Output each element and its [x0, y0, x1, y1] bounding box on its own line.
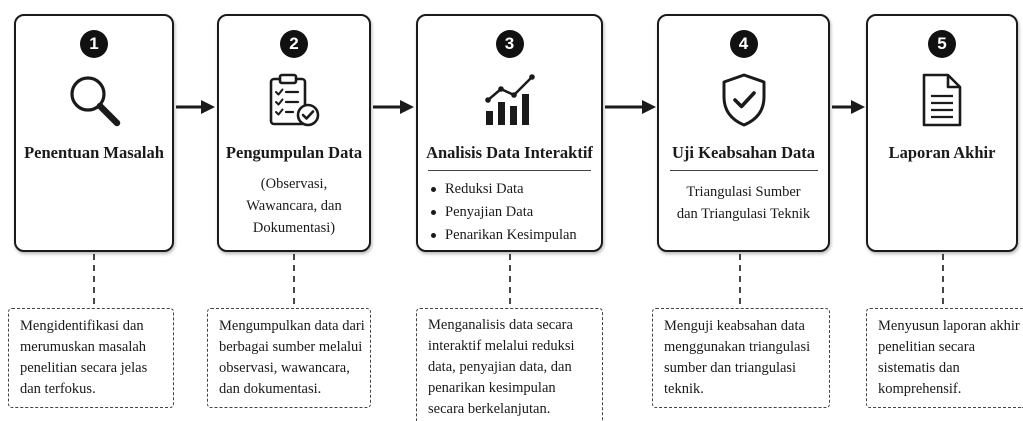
step-card-2: 2 Pengumpulan Data (Observasi, Wawancara…: [217, 14, 371, 252]
description-line: sumber dan triangulasi: [664, 360, 797, 376]
description-line: Menganalisis data secara: [428, 317, 573, 333]
description-line: merumuskan masalah: [20, 339, 147, 355]
step-number-badge: 3: [495, 30, 524, 58]
bullet-item: Penarikan Kesimpulan: [431, 224, 597, 247]
bullet-text: Reduksi Data: [445, 181, 524, 197]
bullet-dot: [431, 233, 436, 238]
shield-check-icon: [722, 73, 765, 127]
step-details: Triangulasi Sumber dan Triangulasi Tekni…: [659, 181, 828, 225]
bullet-item: Reduksi Data: [431, 178, 597, 201]
bar-chart-trend-icon: [484, 74, 535, 125]
document-icon: [922, 73, 962, 127]
bullet-text: Penarikan Kesimpulan: [445, 227, 577, 243]
step-card-4: 4 Uji Keabsahan Data Triangulasi Sumber …: [657, 14, 830, 252]
arrow-step-4-to-5: [832, 100, 865, 114]
step-title: Pengumpulan Data: [225, 143, 363, 162]
step-number-badge: 4: [729, 30, 758, 58]
description-line: komprehensif.: [878, 381, 962, 397]
description-line: dan dokumentasi.: [219, 381, 322, 397]
title-divider: [428, 170, 591, 171]
description-line: Menguji keabsahan data: [664, 318, 805, 334]
details-line: Triangulasi Sumber: [686, 184, 801, 200]
step-number-badge: 5: [928, 30, 956, 58]
bullet-dot: [431, 210, 436, 215]
description-line: interaktif melalui reduksi: [428, 338, 575, 354]
step-card-5: 5 Laporan Akhir: [866, 14, 1018, 252]
step-number-badge: 2: [280, 30, 308, 58]
bullet-list: Reduksi Data Penyajian Data Penarikan Ke…: [431, 178, 597, 247]
description-line: berbagai sumber melalui: [219, 339, 363, 355]
description-line: penelitian secara jelas: [20, 360, 148, 376]
step-title: Penentuan Masalah: [24, 143, 164, 162]
step-description-2: Mengumpulkan data dari berbagai sumber m…: [207, 308, 371, 408]
description-line: Menyusun laporan akhir: [878, 318, 1020, 334]
description-line: penelitian secara: [878, 339, 976, 355]
description-line: observasi, wawancara,: [219, 360, 350, 376]
step-details: (Observasi, Wawancara, dan Dokumentasi): [219, 173, 369, 239]
step-card-1: 1 Penentuan Masalah: [14, 14, 174, 252]
description-line: data, penyajian data, dan: [428, 359, 572, 375]
step-title: Uji Keabsahan Data: [671, 143, 815, 162]
step-number-badge: 1: [80, 30, 108, 58]
description-line: Mengidentifikasi dan: [20, 318, 144, 334]
arrow-step-3-to-4: [605, 100, 656, 114]
bullet-text: Penyajian Data: [445, 204, 534, 220]
magnifier-icon: [70, 76, 121, 127]
details-line: (Observasi,: [260, 176, 328, 192]
details-line: dan Triangulasi Teknik: [676, 206, 811, 222]
bullet-dot: [431, 187, 436, 192]
arrow-step-1-to-2: [176, 100, 215, 114]
arrow-step-2-to-3: [373, 100, 414, 114]
step-card-3: 3 Analisis Data Interaktif Reduksi Data …: [416, 14, 603, 252]
description-line: menggunakan triangulasi: [664, 339, 811, 355]
step-description-1: Mengidentifikasi dan merumuskan masalah …: [8, 308, 174, 408]
details-line: Dokumentasi): [252, 220, 336, 236]
description-line: Mengumpulkan data dari: [219, 318, 365, 334]
step-title: Laporan Akhir: [888, 143, 996, 162]
description-line: sistematis dan: [878, 360, 960, 376]
step-description-3: Menganalisis data secara interaktif mela…: [416, 308, 603, 421]
details-line: Wawancara, dan: [246, 198, 342, 214]
description-line: dan terfokus.: [20, 381, 96, 397]
step-title: Analisis Data Interaktif: [426, 143, 593, 162]
description-line: secara berkelanjutan.: [428, 401, 551, 417]
clipboard-checklist-icon: [269, 73, 320, 127]
step-description-5: Menyusun laporan akhir penelitian secara…: [866, 308, 1023, 408]
step-description-4: Menguji keabsahan data menggunakan trian…: [652, 308, 830, 408]
description-line: teknik.: [664, 381, 704, 397]
description-line: penarikan kesimpulan: [428, 380, 556, 396]
title-divider: [670, 170, 818, 171]
bullet-item: Penyajian Data: [431, 201, 597, 224]
